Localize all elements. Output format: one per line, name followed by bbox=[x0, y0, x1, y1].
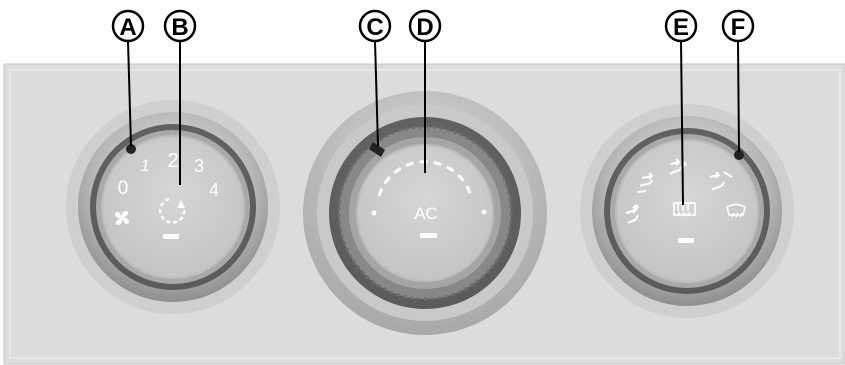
callout-f: F bbox=[721, 9, 755, 153]
svg-text:A: A bbox=[119, 14, 136, 41]
callout-b: B bbox=[163, 9, 197, 185]
temperature-scale-end-right bbox=[481, 209, 487, 215]
svg-text:B: B bbox=[171, 14, 188, 41]
svg-text:C: C bbox=[366, 14, 383, 41]
air-distribution-dial[interactable] bbox=[580, 104, 794, 318]
fan-dial-position-marker bbox=[126, 144, 136, 154]
svg-text:F: F bbox=[731, 14, 746, 41]
vent-face-feet-icon bbox=[637, 172, 654, 193]
vent-feet-icon bbox=[625, 204, 639, 224]
fan-speed-label-3: 3 bbox=[194, 156, 204, 176]
callout-e: E bbox=[664, 9, 698, 206]
recirculation-icon bbox=[159, 197, 186, 224]
temperature-dial[interactable]: AC bbox=[303, 91, 547, 335]
callout-d: D bbox=[408, 9, 442, 173]
windscreen-demist-icon bbox=[726, 203, 746, 218]
temperature-scale-end-left bbox=[371, 210, 377, 216]
callout-c: C bbox=[358, 9, 392, 147]
ac-label: AC bbox=[414, 204, 438, 223]
svg-text:D: D bbox=[416, 14, 433, 41]
fan-speed-label-4: 4 bbox=[209, 180, 219, 200]
ac-indicator-light bbox=[420, 233, 437, 238]
vent-feet-windscreen-icon bbox=[709, 171, 733, 191]
fan-speed-label-1: 1 bbox=[140, 156, 149, 175]
svg-text:E: E bbox=[673, 14, 689, 41]
fan-speed-dial[interactable]: 0 1 2 3 4 bbox=[66, 100, 280, 314]
distribution-position-marker bbox=[734, 150, 744, 160]
temperature-position-marker bbox=[369, 142, 385, 157]
distribution-indicator-light bbox=[678, 238, 694, 243]
fan-speed-label-2: 2 bbox=[167, 150, 178, 172]
fan-indicator-light bbox=[163, 234, 179, 239]
fan-icon bbox=[115, 211, 129, 225]
callout-a: A bbox=[111, 9, 145, 147]
fan-speed-label-0: 0 bbox=[118, 178, 129, 199]
